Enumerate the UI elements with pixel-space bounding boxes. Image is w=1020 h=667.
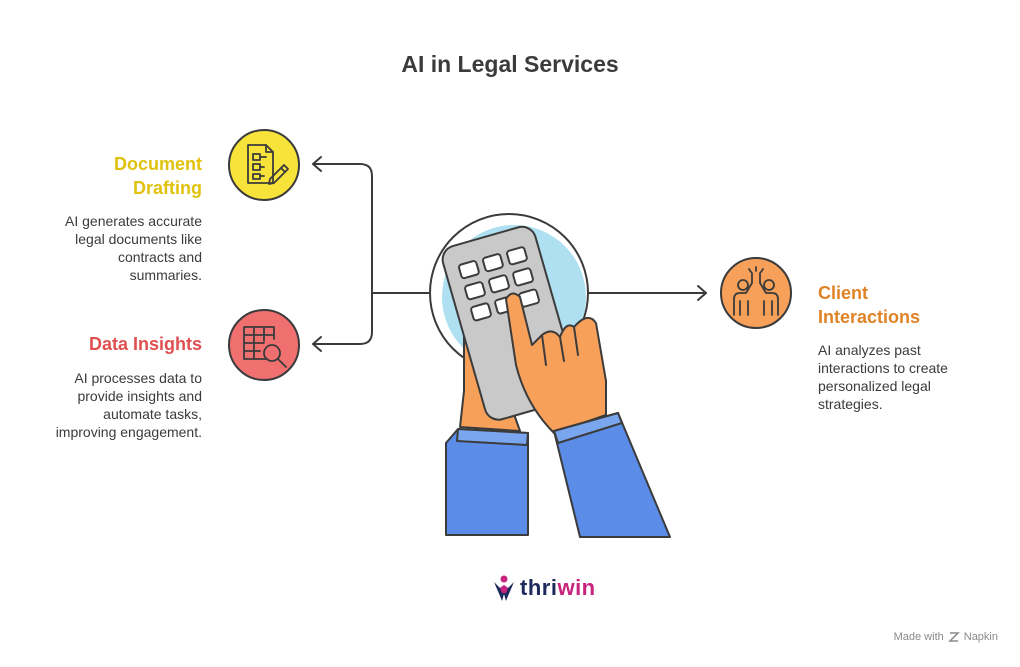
arrowhead-top <box>312 156 322 172</box>
arrowhead-right <box>697 285 707 301</box>
description-line: summaries. <box>129 267 202 283</box>
data-insights-heading: Data Insights <box>40 332 202 356</box>
document-pencil-icon <box>228 129 300 201</box>
connector-bottom <box>312 292 373 345</box>
heading-line: Client <box>818 283 869 303</box>
description-line: AI processes data to <box>74 370 202 386</box>
brand-logo: thriwin <box>492 572 596 604</box>
hands-calculator-illustration <box>429 213 671 538</box>
description-line: AI generates accurate <box>65 213 202 229</box>
made-with-footer: Made with Napkin <box>894 631 998 643</box>
heading-line: Data Insights <box>88 334 202 354</box>
table-search-icon <box>228 309 300 381</box>
person-logo-icon <box>494 575 514 601</box>
document-drafting-heading: Document Drafting <box>90 152 202 200</box>
description-line: strategies. <box>818 396 883 412</box>
arrowhead-bottom <box>312 336 322 352</box>
napkin-logo-icon <box>947 632 960 642</box>
connector-top <box>312 163 431 294</box>
heading-line: Interactions <box>818 307 921 327</box>
client-interactions-description: AI analyzes past interactions to create … <box>818 341 988 413</box>
page-title: AI in Legal Services <box>401 51 619 77</box>
description-line: contracts and <box>117 249 202 265</box>
data-insights-description: AI processes data to provide insights an… <box>30 369 202 441</box>
description-line: legal documents like <box>75 231 202 247</box>
footer-tool: Napkin <box>963 631 998 643</box>
brand-text-win: win <box>557 575 596 600</box>
client-interactions-heading: Client Interactions <box>818 281 978 329</box>
high-five-icon <box>720 257 792 329</box>
description-line: interactions to create <box>818 360 948 376</box>
description-line: AI analyzes past <box>818 342 921 358</box>
description-line: automate tasks, <box>103 406 202 422</box>
description-line: provide insights and <box>77 388 202 404</box>
description-line: personalized legal <box>818 378 931 394</box>
heading-line: Document <box>113 154 202 174</box>
footer-text: Made with <box>893 631 944 643</box>
document-drafting-description: AI generates accurate legal documents li… <box>40 212 202 284</box>
brand-text-thri: thri <box>520 575 558 600</box>
heading-line: Drafting <box>133 178 202 198</box>
description-line: improving engagement. <box>55 424 202 440</box>
